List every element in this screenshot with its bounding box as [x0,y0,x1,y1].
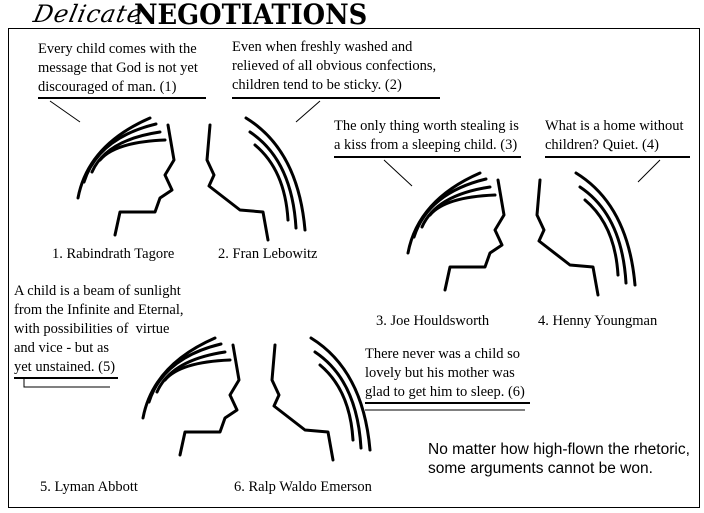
quote-3: The only thing worth stealing is a kiss … [334,118,519,153]
faces-pair-2 [406,171,637,297]
quote-6: There never was a child so lovely but hi… [365,346,525,400]
caption-1: 1. Rabindrath Tagore [52,246,175,262]
moral-text: No matter how high-flown the rhetoric, s… [428,441,690,477]
title-bold: NEGOTIATIONS [134,0,368,31]
caption-5: 5. Lyman Abbott [40,479,138,495]
caption-6: 6. Ralp Waldo Emerson [234,479,372,495]
speech-lines [14,97,690,411]
quote-1: Every child comes with the message that … [38,41,198,95]
comic-panel [8,28,700,508]
quote-5: A child is a beam of sunlight from the I… [14,283,184,375]
quote-4: What is a home without children? Quiet. … [545,118,684,153]
faces-pair-1 [76,116,307,242]
caption-3: 3. Joe Houldsworth [376,313,490,329]
caption-4: 4. Henny Youngman [538,313,658,329]
quote-2: Even when freshly washed and relieved of… [232,39,437,93]
caption-2: 2. Fran Lebowitz [218,246,318,262]
